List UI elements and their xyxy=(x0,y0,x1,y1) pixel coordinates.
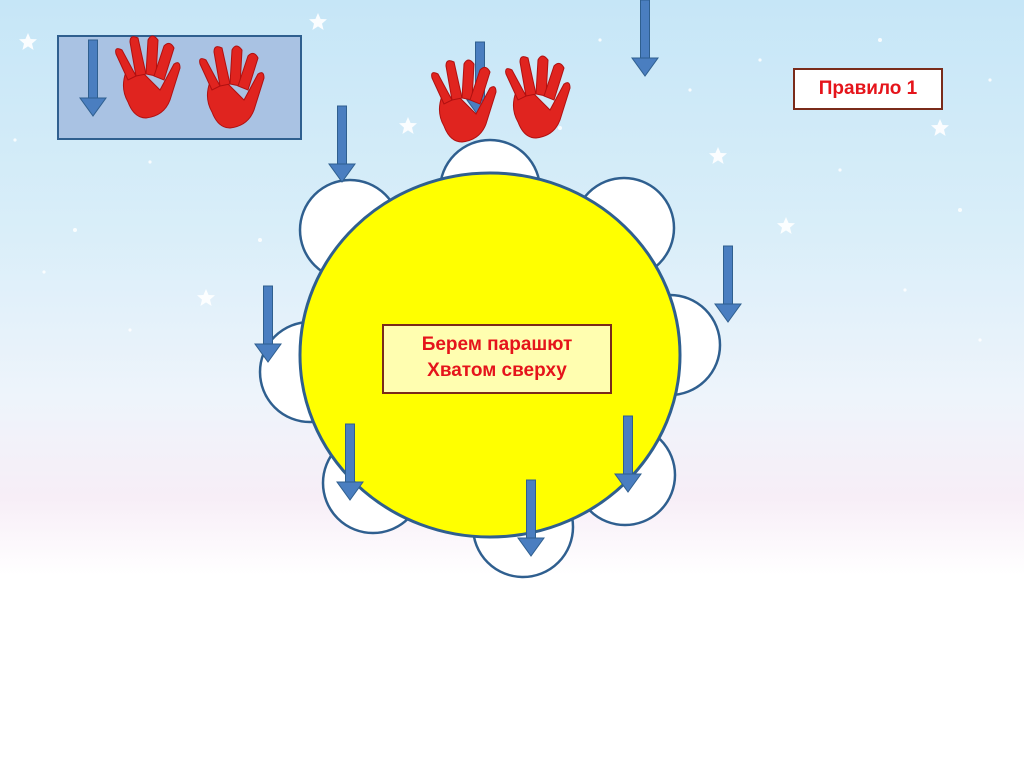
hand-icon xyxy=(431,59,497,143)
star-icon xyxy=(709,147,727,164)
star-icon xyxy=(931,119,949,136)
background-dots xyxy=(13,38,992,342)
star-icon xyxy=(309,13,327,30)
instruction-box: Берем парашют Хватом сверху xyxy=(382,324,612,394)
instruction-line-2: Хватом сверху xyxy=(427,360,567,381)
hand-icon xyxy=(505,55,571,139)
instruction-line-1: Берем парашют xyxy=(421,334,573,355)
star-icon xyxy=(777,217,795,234)
rule-label: Правило 1 xyxy=(818,78,918,99)
arrow-down-icon xyxy=(328,105,356,183)
arrow-down-icon xyxy=(631,0,659,77)
arrow-down-icon xyxy=(714,245,742,323)
star-icon xyxy=(197,289,215,306)
star-icon xyxy=(399,117,417,134)
star-icon xyxy=(19,33,37,50)
rule-label-box: Правило 1 xyxy=(793,68,943,110)
